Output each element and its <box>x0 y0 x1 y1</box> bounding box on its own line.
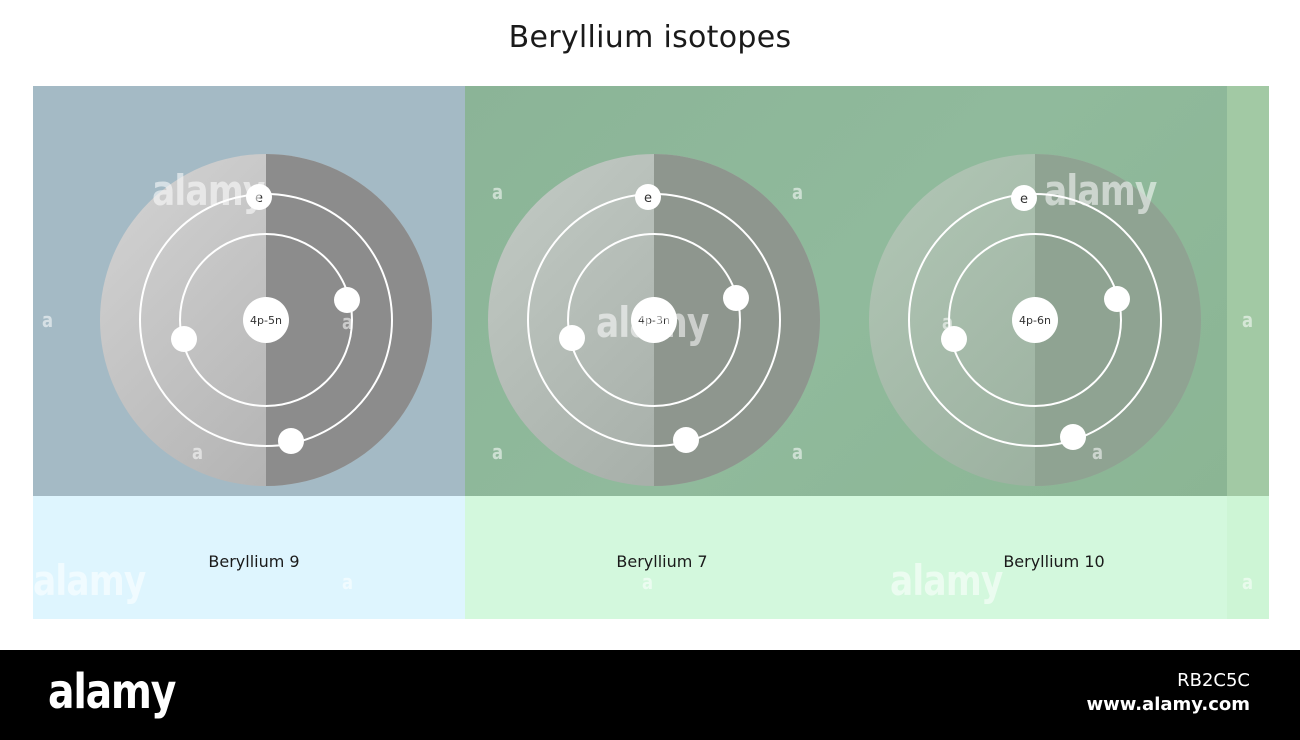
electron-label: e <box>255 191 263 206</box>
isotope-label-2: Beryllium 7 <box>616 552 708 571</box>
panel-top-right <box>1227 86 1269 496</box>
electron-inner-right <box>334 287 360 313</box>
nucleus <box>243 297 289 343</box>
inner-orbit <box>179 233 353 407</box>
atom-shade-half <box>654 154 820 486</box>
panel-bottom-middle <box>465 496 1227 619</box>
nucleus <box>1012 297 1058 343</box>
inner-orbit <box>567 233 741 407</box>
page-title: Beryllium isotopes <box>508 20 792 55</box>
electron-inner-right <box>1104 286 1130 312</box>
electron-outer-left <box>559 325 585 351</box>
electron-outer-left <box>171 326 197 352</box>
footer-logo: alamy <box>48 664 176 720</box>
electron-outer-top <box>246 184 272 210</box>
electron-outer-bottom <box>673 427 699 453</box>
atom-beryllium-10: 4p-6n e <box>869 154 1201 486</box>
electron-outer-top <box>635 184 661 210</box>
isotope-diagrams: 4p-5n e 4p-3n e 4p-6n e <box>100 154 1201 486</box>
panel-bottom-right <box>1227 496 1269 619</box>
atom-beryllium-7: 4p-3n e <box>488 154 820 486</box>
nucleus-label: 4p-6n <box>1019 314 1051 327</box>
nucleus-label: 4p-5n <box>250 314 282 327</box>
isotope-label-3: Beryllium 10 <box>1003 552 1105 571</box>
atom-beryllium-9: 4p-5n e <box>100 154 432 486</box>
nucleus-label: 4p-3n <box>638 314 670 327</box>
atom-shade-half <box>266 154 432 486</box>
electron-inner-right <box>723 285 749 311</box>
footer-url: www.alamy.com <box>1086 694 1250 715</box>
panel-bottom-left <box>33 496 465 619</box>
inner-orbit <box>948 233 1122 407</box>
electron-label: e <box>644 191 652 206</box>
electron-outer-bottom <box>278 428 304 454</box>
watermark-footer: alamy RB2C5C www.alamy.com <box>0 650 1300 740</box>
electron-label: e <box>1020 192 1028 207</box>
electron-outer-top <box>1011 185 1037 211</box>
footer-image-id: RB2C5C <box>1177 670 1250 691</box>
electron-outer-left <box>941 326 967 352</box>
isotope-label-1: Beryllium 9 <box>208 552 300 571</box>
atom-shade-half <box>1035 154 1201 486</box>
electron-outer-bottom <box>1060 424 1086 450</box>
nucleus <box>631 297 677 343</box>
